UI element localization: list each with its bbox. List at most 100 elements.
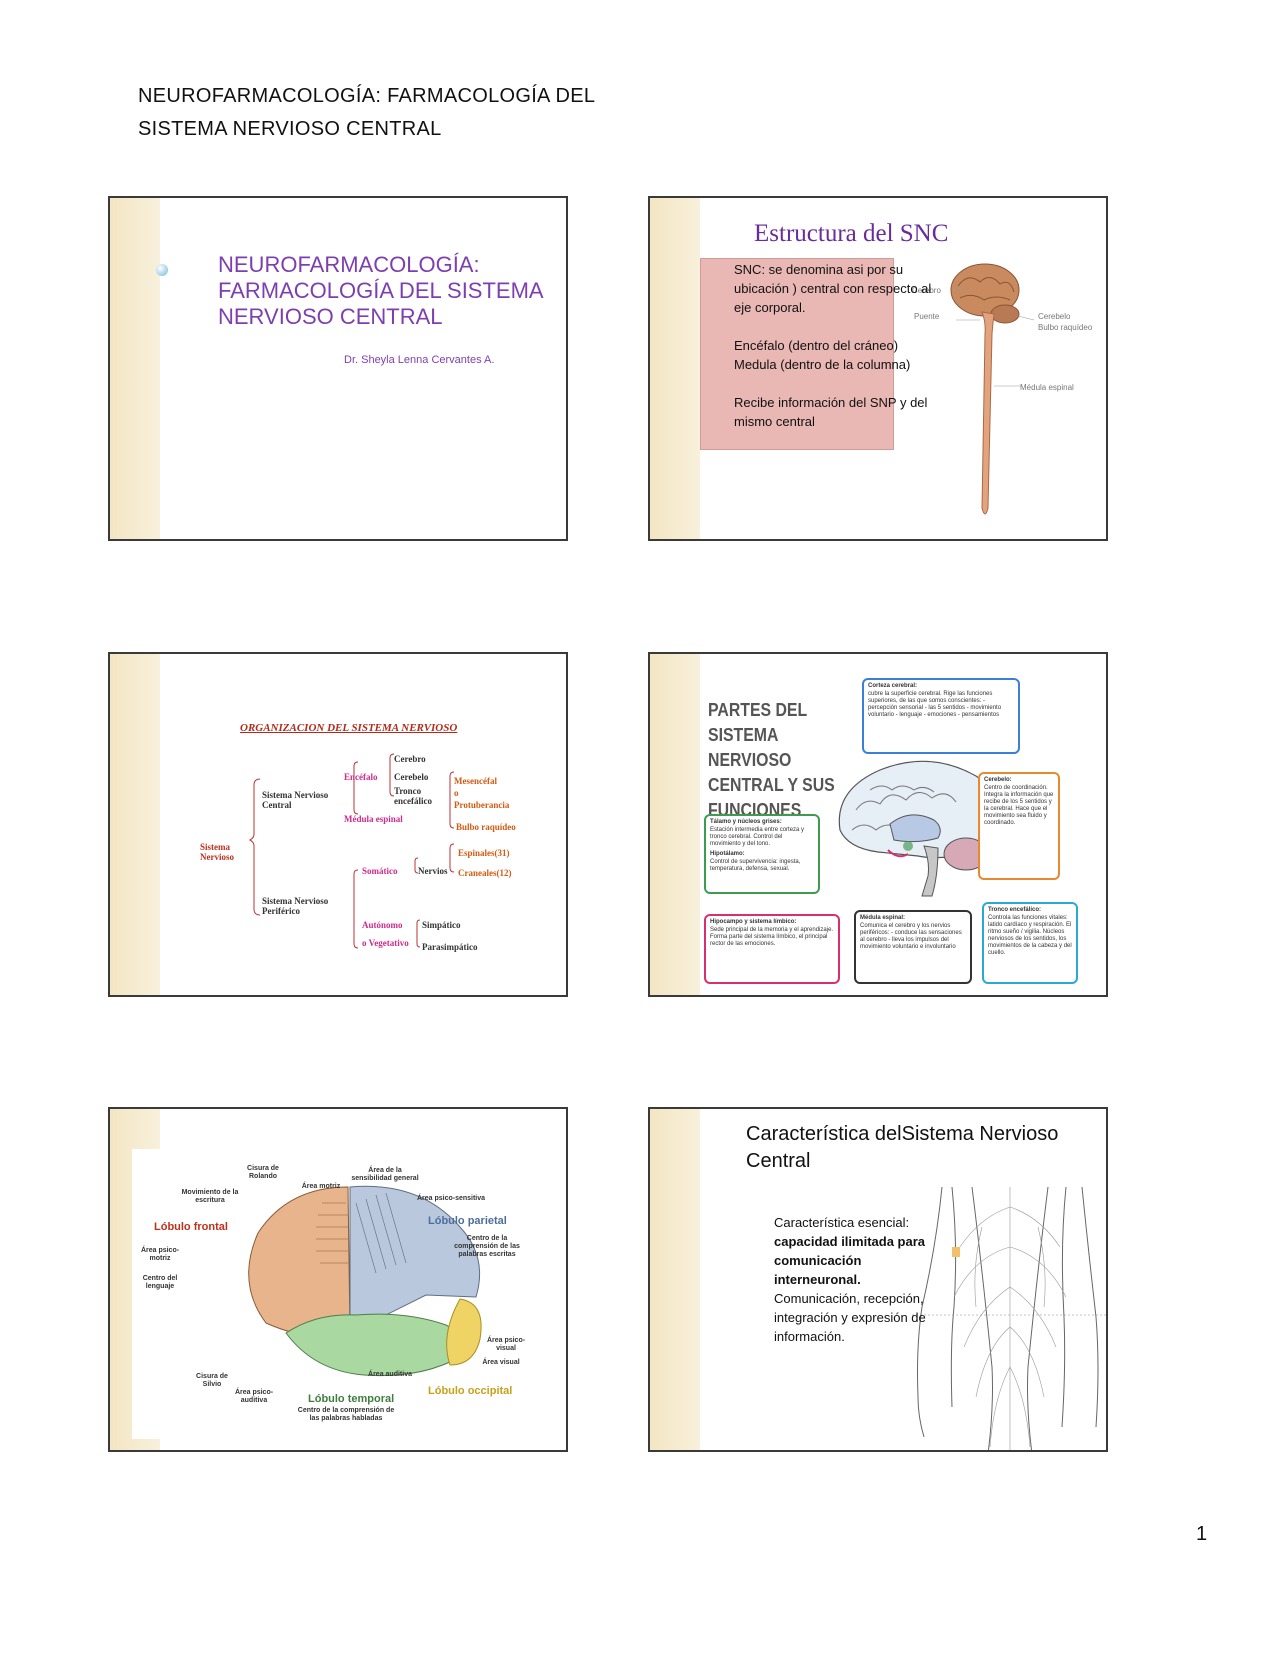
box-hipocampo-head: Hipocampo y sistema límbico: [710,919,797,925]
node-autonomo: Autónomo [362,920,403,930]
node-espinales: Espinales(31) [458,848,510,858]
label-area-auditiva: Área auditiva [368,1371,412,1378]
label-cerebro: Cerebro [912,286,941,295]
body-bold: capacidad ilimitada para comunicación in… [774,1234,926,1287]
label-lobulo-temporal: Lóbulo temporal [308,1393,395,1405]
box-hipocampo-body: Sede principal de la memoria y el aprend… [710,927,834,947]
label-area-sensibilidad: Área de la sensibilidad general [351,1167,419,1182]
slide-lobulos: Lóbulo frontal Lóbulo parietal Lóbulo te… [108,1107,568,1452]
diagram-title: ORGANIZACION DEL SISTEMA NERVIOSO [240,722,458,734]
node-snc: Sistema Nervioso Central [262,790,329,810]
box-corteza-body: cubre la superficie cerebral. Rige las f… [868,691,1002,718]
slide-body: SNC: se denomina asi por su ubicación ) … [734,260,944,450]
title-line-3: NERVIOSO CENTRAL [218,304,443,329]
header-line-2: SISTEMA NERVIOSO CENTRAL [138,118,442,140]
brain-lobes-illustration [248,1185,482,1377]
node-cerebro: Cerebro [394,754,426,764]
label-medula: Médula espinal [1020,383,1074,392]
box-hipocampo: Hipocampo y sistema límbico: Sede princi… [704,914,840,984]
slide-estructura-snc: Estructura del SNC Cerebro Puente Cerebe… [648,196,1108,541]
body-rest: Comunicación, recepción, integración y e… [774,1291,926,1344]
box-hipotalamo-head: Hipotálamo: [710,851,745,857]
label-centro-palabras-escritas: Centro de la comprensión de las palabras… [454,1235,520,1258]
label-movimiento-escritura: Movimiento de la escritura [181,1189,239,1204]
slide-band [110,198,160,539]
header-line-1: NEUROFARMACOLOGÍA: FARMACOLOGÍA DEL [138,85,596,107]
node-cerebelo: Cerebelo [394,772,429,782]
node-sistema-nervioso: Sistema Nervioso [200,842,234,862]
slide-heading: Característica delSistema Nervioso Centr… [746,1123,1059,1172]
label-lobulo-frontal: Lóbulo frontal [154,1221,228,1233]
title-line-2: FARMACOLOGÍA DEL SISTEMA [218,278,544,303]
box-corteza: Corteza cerebral: cubre la superficie ce… [862,678,1020,754]
label-lobulo-occipital: Lóbulo occipital [428,1385,513,1397]
label-cisura-silvio: Cisura de Silvio [196,1373,228,1388]
label-puente: Puente [914,312,940,321]
highlight-box [700,258,894,450]
nervous-system-body-illustration [912,1187,1106,1450]
label-area-motriz: Área motriz [301,1183,341,1190]
node-tronco: Tronco encefálico [394,786,432,806]
label-area-psico-visual: Área psico-visual [486,1337,526,1352]
box-cerebelo: Cerebelo: Centro de coordinación. Integr… [978,772,1060,880]
node-bulbo: Bulbo raquídeo [456,822,516,832]
brain-sagittal-illustration [838,760,1001,897]
slide-organizacion: ORGANIZACION DEL SISTEMA NERVIOSO Sistem… [108,652,568,997]
title-line-1: NEUROFARMACOLOGÍA: [218,252,480,277]
box-medula-head: Médula espinal: [860,915,906,921]
slide-title-text: NEUROFARMACOLOGÍA: FARMACOLOGÍA DEL SIST… [218,252,563,330]
label-area-psico-motriz: Área psico-motriz [140,1247,180,1262]
node-mesencefalo: Mesencéfal [454,776,497,786]
label-area-psico-auditiva: Área psico-auditiva [234,1389,274,1404]
organization-brackets [248,753,455,949]
box-medula: Médula espinal: Comunica el cerebro y lo… [854,910,972,984]
paragraph-snc: SNC: se denomina asi por su ubicación ) … [734,262,932,315]
box-tronco-head: Tronco encefálico: [988,907,1042,913]
label-centro-palabras-habladas: Centro de la comprensión de las palabras… [297,1407,395,1422]
label-cerebelo: Cerebelo [1038,312,1071,321]
node-vegetativo: o Vegetativo [362,938,409,948]
box-cerebelo-head: Cerebelo: [984,777,1012,783]
slide-band [650,198,700,539]
box-cerebelo-body: Centro de coordinación. Integra la infor… [984,785,1054,826]
label-bulbo: Bulbo raquídeo [1038,323,1093,332]
paragraph-recibe: Recibe información del SNP y del mismo c… [734,395,928,429]
slide-caracteristica: Característica delSistema Nervioso Centr… [648,1107,1108,1452]
infographic-title: PARTES DEL SISTEMA NERVIOSO CENTRAL Y SU… [708,700,835,820]
paragraph-encefalo: Encéfalo (dentro del cráneo) Medula (den… [734,338,911,372]
slide-title: NEUROFARMACOLOGÍA: FARMACOLOGÍA DEL SIST… [108,196,568,541]
label-lobulo-parietal: Lóbulo parietal [428,1215,507,1227]
box-tronco-body: Controla las funciones vitales: latido c… [988,915,1072,956]
box-talamo-head: Tálamo y núcleos grises: [710,819,782,825]
label-area-visual: Área visual [482,1359,520,1366]
node-parasimpatico: Parasimpático [422,942,478,952]
node-o: o [454,788,459,798]
node-nervios: Nervios [418,866,448,876]
label-centro-lenguaje: Centro del lenguaje [142,1275,178,1290]
page-number: 1 [1196,1523,1208,1545]
label-area-psico-sensitiva: Área psico-sensitiva [416,1195,486,1202]
slide-partes-snc: PARTES DEL SISTEMA NERVIOSO CENTRAL Y SU… [648,652,1108,997]
node-protuberancia: Protuberancia [454,800,510,810]
node-snp: Sistema Nervioso Periférico [262,896,329,916]
box-hipotalamo-body: Control de supervivencia: ingesta, tempe… [710,859,801,872]
box-talamo: Tálamo y núcleos grises: Estación interm… [704,814,820,894]
author-name: Dr. Sheyla Lenna Cervantes A. [344,354,495,366]
slide-band [650,654,700,995]
slide-heading: Estructura del SNC [754,220,949,247]
box-corteza-head: Corteza cerebral: [868,683,918,689]
slide-band [650,1109,700,1450]
label-cisura-rolando: Cisura de Rolando [247,1165,279,1180]
node-craneales: Craneales(12) [458,868,512,878]
node-simpatico: Simpático [422,920,461,930]
box-talamo-body: Estación intermedia entre corteza y tron… [710,827,805,847]
node-encefalo: Encéfalo [344,772,378,782]
slide-band [110,654,160,995]
bubble-decoration [156,264,168,276]
box-tronco: Tronco encefálico: Controla las funcione… [982,902,1078,984]
document-header: NEUROFARMACOLOGÍA: FARMACOLOGÍA DEL SIST… [138,80,698,146]
cns-anatomy-illustration [950,263,1035,515]
node-medula-espinal: Médula espinal [344,814,403,824]
body-intro: Característica esencial: [774,1215,910,1230]
node-somatico: Somático [362,866,398,876]
